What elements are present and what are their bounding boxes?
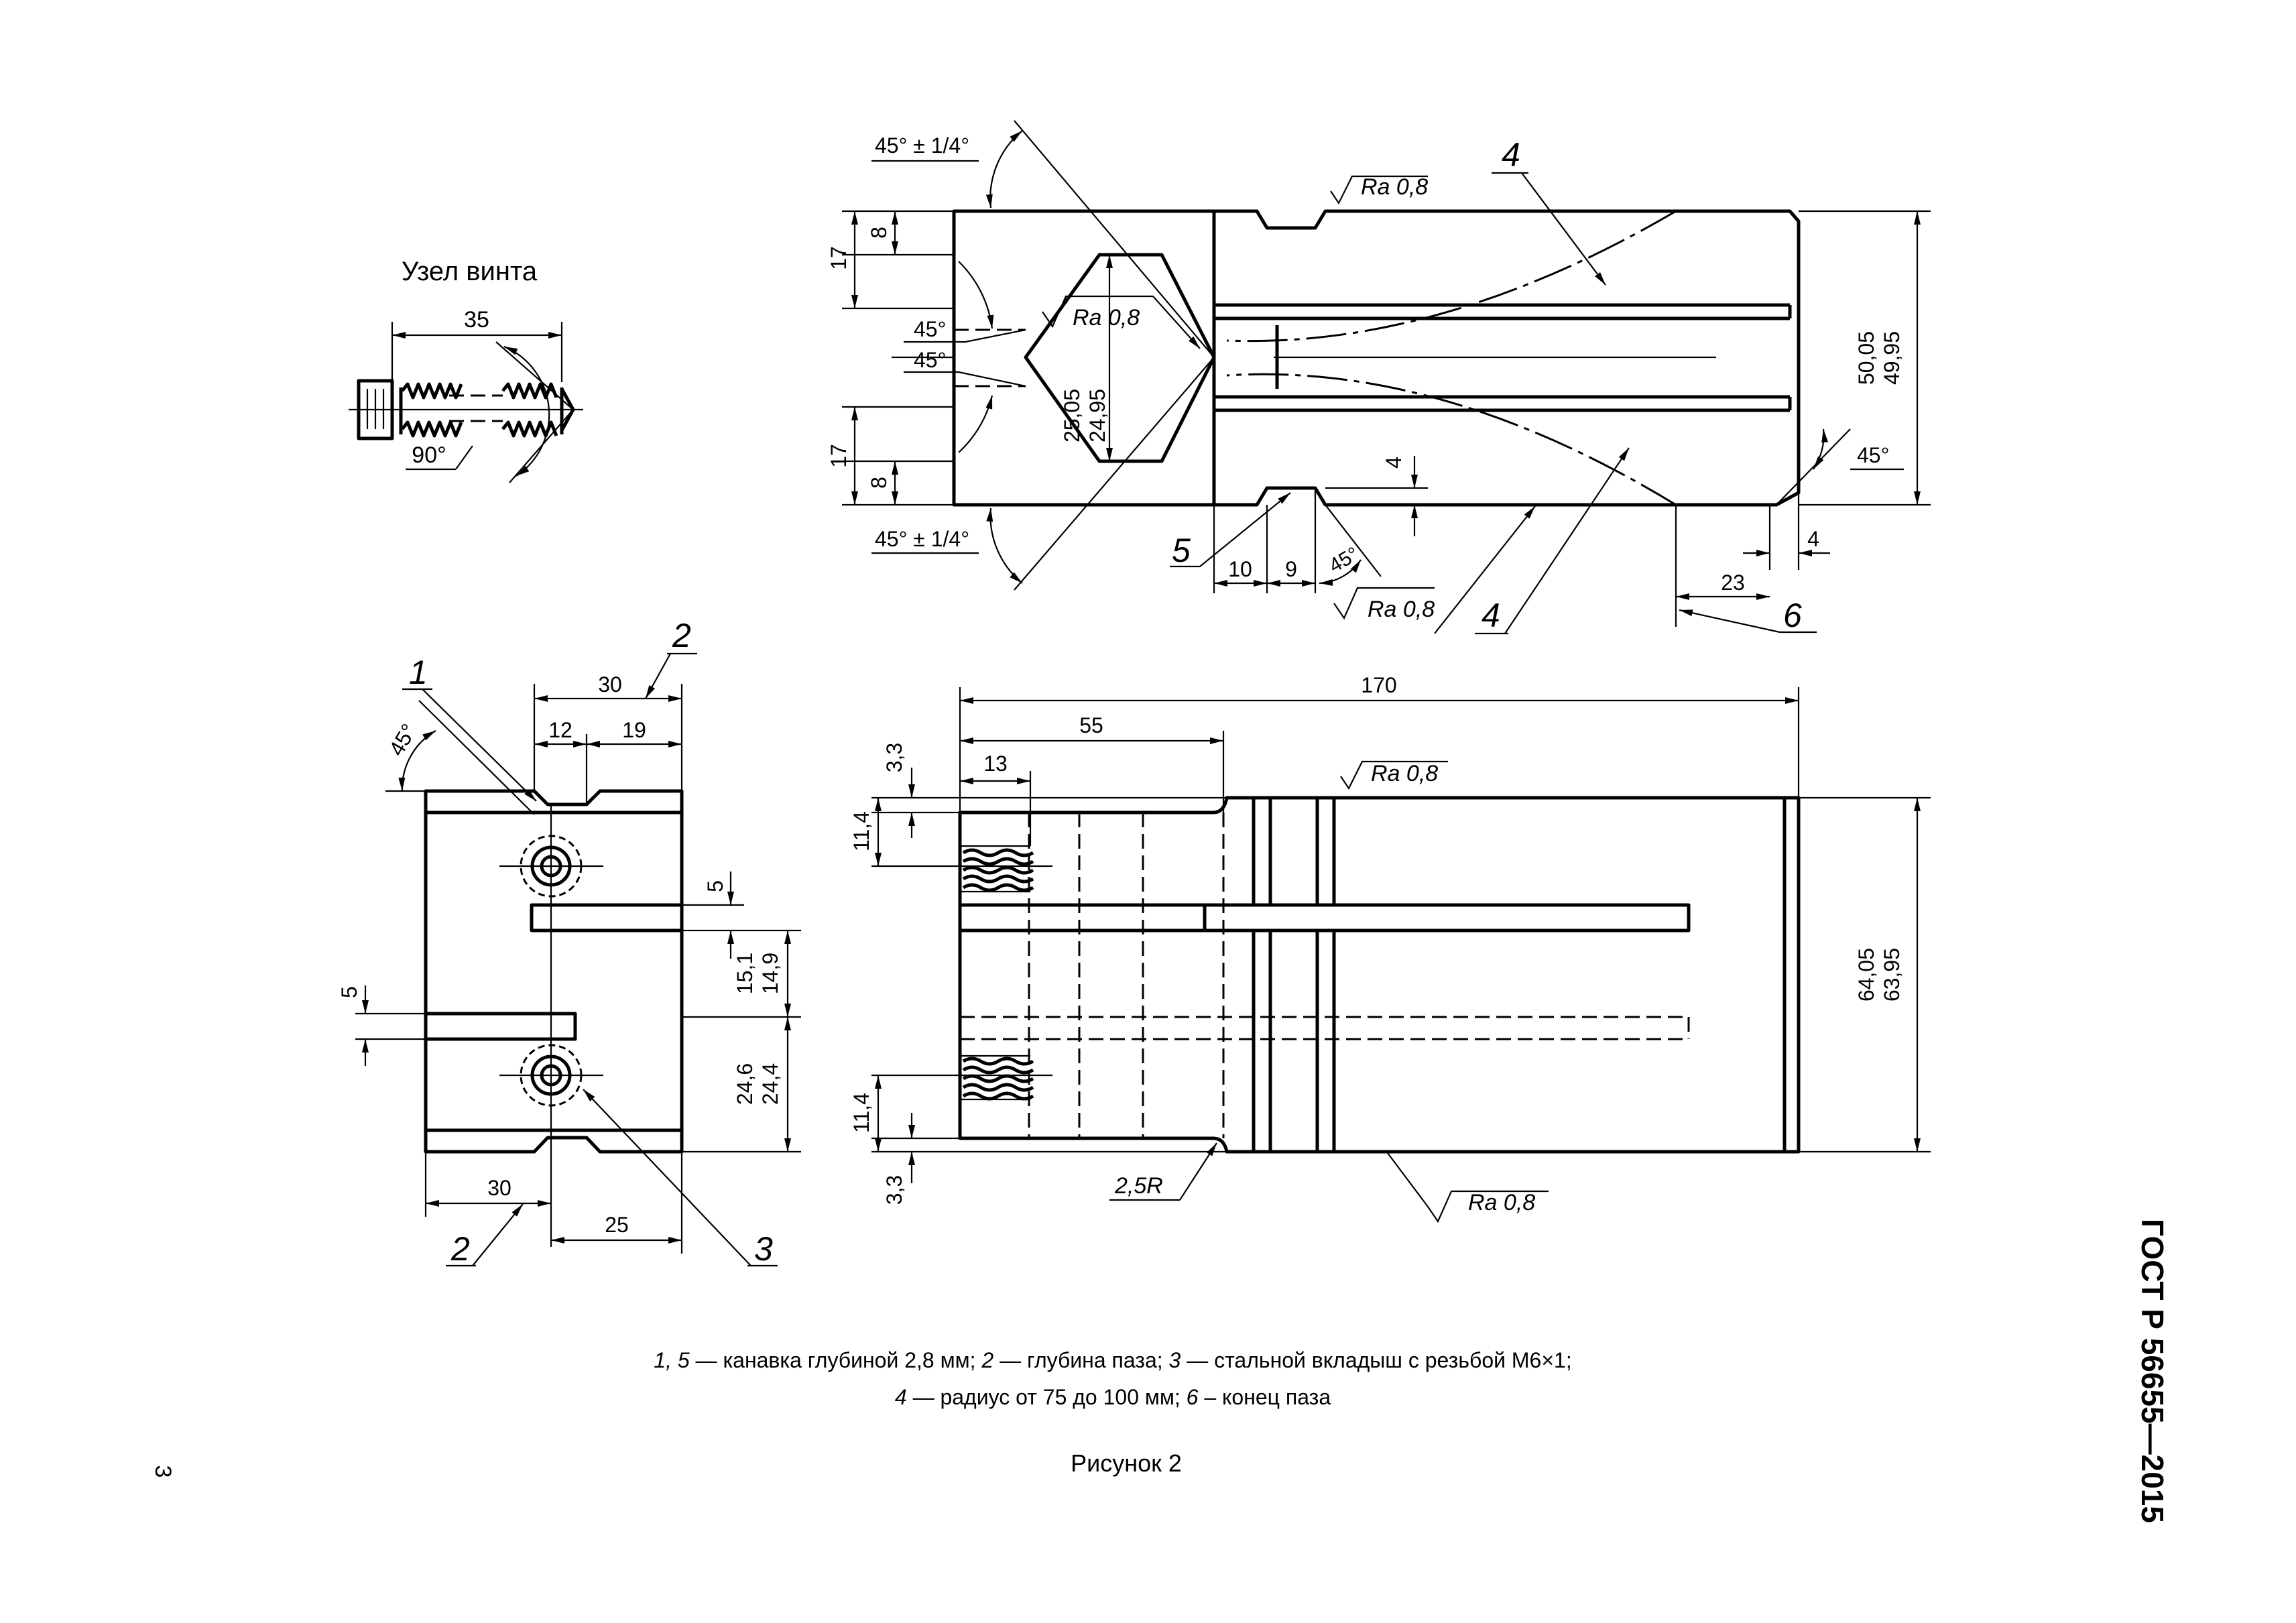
- end-dim-12: 12: [548, 718, 572, 742]
- callout-1: 1: [409, 654, 428, 691]
- roughness-bottom: Ra 0,8: [1368, 597, 1435, 622]
- dim-55: 55: [1079, 713, 1103, 737]
- front-insert-top: [960, 845, 1052, 893]
- end-dim-30-top: 30: [598, 672, 622, 697]
- callout-2-top: 2: [672, 617, 691, 654]
- screw-view: Узел винта 35 90°: [349, 257, 583, 483]
- vee-cutout: [1024, 253, 1216, 463]
- callout-4-top: 4: [1502, 136, 1520, 174]
- page-number: 3: [150, 1465, 176, 1478]
- dim-8-bottom: 8: [867, 477, 891, 489]
- roughness-inner: Ra 0,8: [1073, 305, 1140, 330]
- dim-height-2: 49,95: [1880, 331, 1904, 385]
- front-dim-height-2: 63,95: [1880, 948, 1904, 1002]
- angle-chamfer: 45°: [1857, 443, 1889, 467]
- screw-dim-angle: 90°: [412, 442, 446, 468]
- dim-4-groove: 4: [1382, 457, 1406, 469]
- end-dim-30-bottom: 30: [487, 1176, 511, 1200]
- dim-3-3-bottom: 3,3: [882, 1175, 906, 1205]
- dim-11-4-top: 11,4: [849, 811, 873, 851]
- callout-2-bottom: 2: [450, 1230, 470, 1268]
- front-dim-height-1: 64,05: [1854, 948, 1878, 1002]
- legend-line-1: 1, 5 — канавка глубиной 2,8 мм; 2 — глуб…: [654, 1348, 1571, 1372]
- end-dim-15-1: 15,1: [733, 953, 757, 994]
- angle-bottom: 45° ± 1/4°: [875, 527, 969, 551]
- figure-caption: Рисунок 2: [1071, 1449, 1182, 1477]
- end-view-outline: [424, 789, 684, 1154]
- screw-dim-length: 35: [464, 307, 489, 333]
- dim-vee-1: 25,05: [1060, 389, 1084, 442]
- angle-inner-1: 45°: [914, 317, 946, 341]
- dim-9: 9: [1285, 557, 1297, 581]
- dim-13: 13: [983, 752, 1008, 776]
- front-view: 170 55 13 Ra 0,8 3,3 11,4 11,4 3,3 2,5R …: [849, 673, 1931, 1223]
- end-dim-25: 25: [605, 1213, 629, 1237]
- angle-top: 45° ± 1/4°: [875, 133, 969, 158]
- front-roughness-top: Ra 0,8: [1371, 761, 1438, 786]
- front-roughness-bottom: Ra 0,8: [1468, 1190, 1535, 1215]
- end-dim-5-right: 5: [703, 880, 727, 892]
- callout-3: 3: [754, 1230, 773, 1268]
- screw-view-title: Узел винта: [402, 257, 538, 286]
- end-dim-24-6: 24,6: [733, 1063, 757, 1105]
- dim-17-bottom: 17: [827, 444, 851, 468]
- dim-4-chamfer: 4: [1807, 527, 1819, 551]
- callout-4-bottom: 4: [1482, 597, 1500, 634]
- dim-8-top: 8: [867, 227, 891, 239]
- dim-17-top: 17: [827, 246, 851, 270]
- dim-170: 170: [1361, 673, 1396, 697]
- radius-label: 2,5R: [1114, 1173, 1163, 1199]
- end-dim-19: 19: [622, 718, 646, 742]
- dim-23: 23: [1721, 570, 1745, 595]
- dim-height-1: 50,05: [1854, 331, 1878, 385]
- top-view: 17 8 17 8 45° 45° 45° ± 1/4° 45° ± 1/4° …: [827, 120, 1931, 635]
- roughness-top: Ra 0,8: [1361, 174, 1428, 200]
- dim-10: 10: [1228, 557, 1252, 581]
- angle-groove: 45°: [1325, 543, 1363, 577]
- front-view-outline: [958, 796, 1801, 1154]
- front-insert-bottom: [960, 1055, 1052, 1101]
- angle-inner-2: 45°: [914, 348, 946, 372]
- dim-3-3-top: 3,3: [882, 743, 906, 772]
- standard-code: ГОСТ Р 56655—2015: [2135, 1219, 2170, 1523]
- end-angle-45: 45°: [384, 720, 421, 760]
- end-dim-14-9: 14,9: [758, 953, 782, 994]
- callout-5: 5: [1172, 532, 1191, 569]
- dim-vee-2: 24,95: [1085, 389, 1109, 442]
- end-dim-24-4: 24,4: [758, 1063, 782, 1105]
- legend-line-2: 4 — радиус от 75 до 100 мм; 6 – конец па…: [895, 1385, 1331, 1409]
- callout-6: 6: [1783, 597, 1802, 634]
- end-view: 30 12 19 2 1 45° 5 15,1 14,9 24,6 24,4 5: [337, 617, 801, 1268]
- dim-11-4-bottom: 11,4: [849, 1093, 873, 1133]
- end-dim-5-left: 5: [337, 986, 361, 998]
